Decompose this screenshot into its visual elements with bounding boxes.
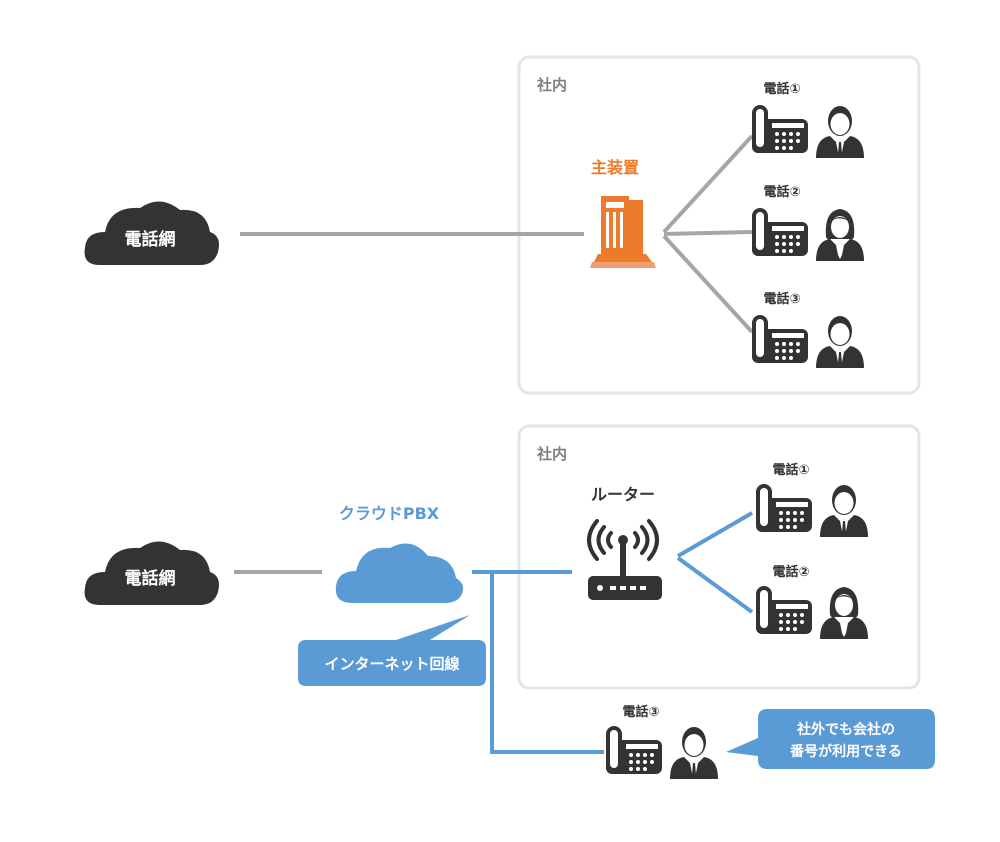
- phone-1-label: 電話①: [763, 81, 800, 97]
- cloud-pbx-label: クラウドPBX: [339, 504, 440, 523]
- phone-network-label: 電話網: [125, 568, 176, 589]
- remote-use-callout: [726, 709, 935, 769]
- outside-phone-icon: [606, 726, 662, 774]
- phone-network-label: 電話網: [125, 229, 176, 250]
- male-user-icon: [670, 727, 718, 779]
- phone-2-label: 電話②: [763, 184, 800, 200]
- server-icon: [590, 196, 656, 268]
- cloud-pbx-icon: [335, 543, 464, 603]
- phone-network-cloud: [84, 201, 219, 265]
- router-label: ルーター: [591, 485, 655, 504]
- phone-1-label: 電話①: [772, 462, 809, 478]
- office-zone-box: [517, 424, 921, 690]
- office-zone-label: 社内: [536, 76, 567, 94]
- office-zone-label: 社内: [536, 445, 567, 463]
- phone-2-label: 電話②: [772, 564, 809, 580]
- outside-phone-label: 電話③: [622, 704, 659, 720]
- internet-line-callout: [298, 615, 486, 686]
- office-zone-box: [517, 55, 921, 395]
- phone-3-label: 電話③: [763, 291, 800, 307]
- phone-network-cloud: [84, 541, 219, 605]
- internet-line-text: インターネット回線: [324, 655, 459, 673]
- main-unit-label: 主装置: [591, 158, 639, 177]
- wifi-router-icon: [587, 519, 662, 600]
- internet-lines: [472, 511, 754, 754]
- extension-lines: [662, 134, 754, 334]
- remote-use-text-line-2: 番号が利用できる: [789, 743, 902, 760]
- remote-use-text-line-1: 社外でも会社の: [796, 721, 895, 738]
